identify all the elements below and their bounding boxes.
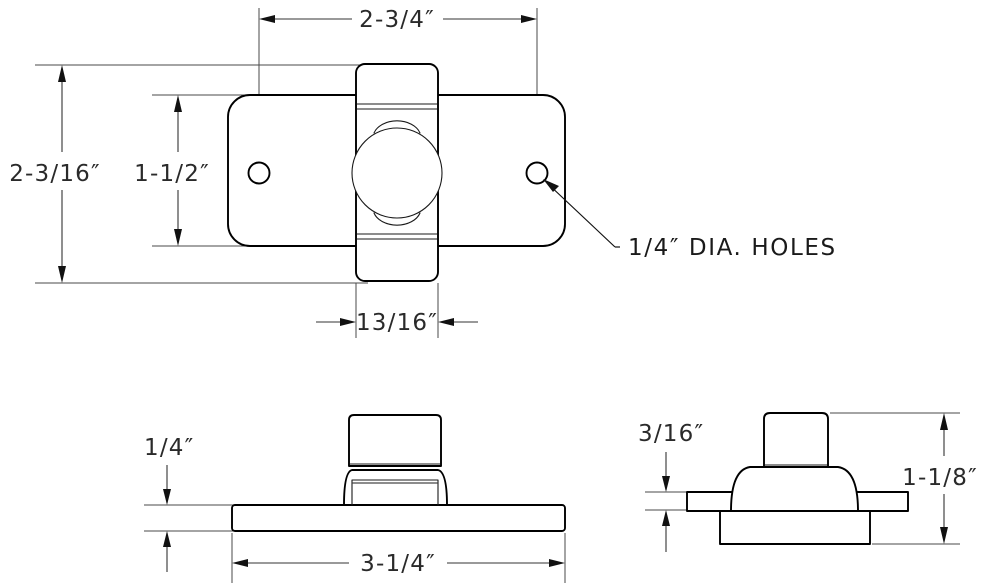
boss-width-extension-lines	[355, 283, 439, 338]
arrow-up	[940, 413, 948, 430]
arrow-down	[174, 229, 182, 246]
arrow-into-right	[438, 318, 454, 326]
leader-arrow	[543, 179, 559, 192]
arrow-down	[58, 266, 66, 283]
dimension-side-total-height: 1-1/8″	[902, 413, 978, 544]
front-width-extension-lines	[231, 533, 566, 583]
arrow-up-into	[163, 531, 171, 547]
arrow-up	[174, 95, 182, 112]
arrow-right	[549, 559, 565, 567]
mounting-hole-right	[525, 161, 549, 185]
dim-label-plate-height: 1-1/2″	[134, 161, 210, 187]
side-view-group: 3/16″ 1-1/8″	[638, 412, 978, 552]
arrow-left	[259, 15, 275, 23]
arrow-up-into	[662, 510, 670, 526]
dim-label-front-width: 3-1/4″	[360, 551, 436, 577]
dim-label-side-plate-thickness: 3/16″	[638, 421, 704, 447]
leader-slant	[545, 181, 616, 248]
front-upright-tab	[348, 414, 442, 467]
dim-label-plate-thickness: 1/4″	[144, 435, 194, 461]
arrow-up	[58, 65, 66, 82]
dimension-plate-thickness: 1/4″	[144, 435, 194, 572]
dimension-boss-width: 13/16″	[316, 310, 478, 336]
arrow-down-into	[163, 489, 171, 505]
dim-label-top-width: 2-3/4″	[359, 7, 435, 33]
dim-label-overall-height: 2-3/16″	[9, 161, 101, 187]
front-view-group: 1/4″ 3-1/4″	[144, 414, 566, 583]
overall-height-extension-lines	[35, 64, 368, 284]
dim-label-side-total-height: 1-1/8″	[902, 465, 978, 491]
side-height-extension-lines	[830, 412, 960, 545]
dimension-overall-height: 2-3/16″	[9, 65, 101, 283]
arrow-left	[232, 559, 248, 567]
center-knob-circle	[351, 127, 443, 219]
front-boss-skirt-outer	[343, 469, 448, 506]
arrow-into-left	[340, 318, 356, 326]
boss-fold-lines-lower	[356, 233, 438, 240]
boss-fold-lines-upper	[356, 103, 438, 110]
side-lower-block	[719, 510, 871, 545]
dim-label-boss-width: 13/16″	[356, 310, 438, 336]
top-view-group: 2-3/4″ 2-3/16″	[9, 7, 837, 338]
dimension-front-width: 3-1/4″	[232, 551, 565, 577]
arrow-right	[521, 15, 537, 23]
mounting-hole-left	[247, 161, 271, 185]
arrow-down	[940, 527, 948, 544]
dimension-side-plate-thickness: 3/16″	[638, 421, 704, 552]
dimension-top-width: 2-3/4″	[259, 7, 537, 33]
hole-note-leader	[543, 179, 620, 248]
side-upright-tab	[763, 412, 829, 468]
note-hole-diameter: 1/4″ DIA. HΟLES	[628, 235, 837, 261]
front-boss-skirt-inner	[351, 479, 439, 506]
dimension-plate-height: 1-1/2″	[134, 95, 210, 246]
side-boss-dome	[730, 466, 859, 512]
knob-bottom-cap-arc	[373, 212, 421, 226]
arrow-down-into	[662, 476, 670, 492]
front-plate-bar	[231, 504, 566, 532]
knob-top-cap-arc	[373, 120, 421, 134]
